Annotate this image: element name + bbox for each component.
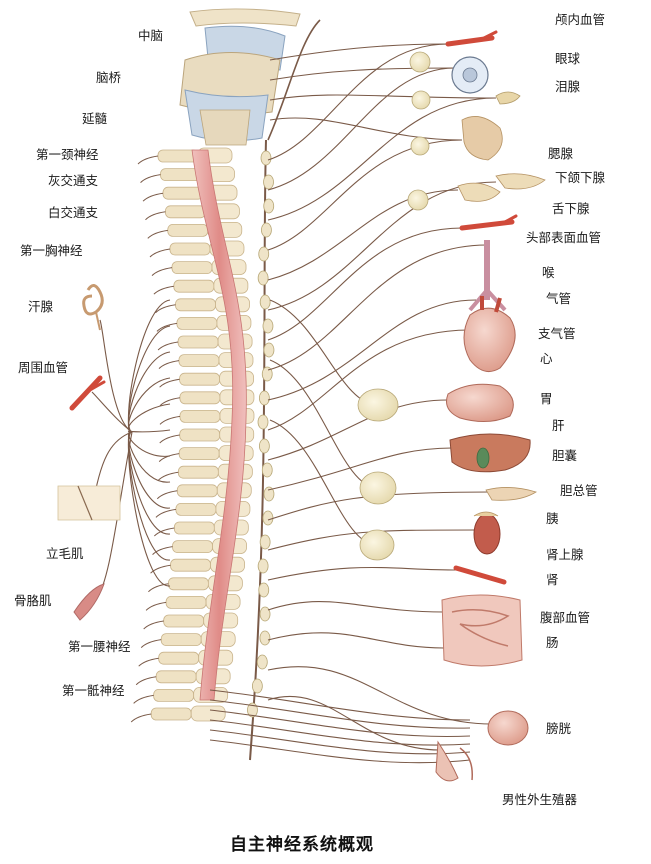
label-abdominal-vessel: 腹部血管 — [540, 610, 591, 625]
brainstem — [179, 8, 301, 146]
organs — [435, 30, 546, 782]
label-liver: 肝 — [552, 418, 565, 433]
label-larynx: 喉 — [542, 265, 555, 280]
label-pancreas: 胰 — [546, 511, 559, 526]
ganglia — [357, 51, 431, 561]
label-c1-nerve: 第一颈神经 — [36, 147, 99, 162]
sympathetic-trunk — [247, 19, 321, 761]
label-submandibular-gland: 下颌下腺 — [555, 170, 606, 185]
label-stomach: 胃 — [540, 391, 553, 406]
label-l1-nerve: 第一腰神经 — [68, 639, 131, 654]
label-bladder: 膀胱 — [546, 721, 572, 736]
label-kidney: 肾 — [546, 572, 559, 587]
label-common-bile-duct: 胆总管 — [560, 483, 598, 498]
diagram-title: 自主神经系统概观 — [230, 835, 374, 855]
label-gallbladder: 胆囊 — [552, 448, 578, 463]
label-male-genitalia: 男性外生殖器 — [502, 792, 578, 807]
peripheral-targets — [57, 284, 121, 621]
label-s1-nerve: 第一骶神经 — [62, 683, 125, 698]
label-white-ramus: 白交通支 — [48, 205, 99, 220]
label-sublingual-gland: 舌下腺 — [552, 201, 590, 216]
label-eyeball: 眼球 — [555, 51, 581, 66]
label-trachea: 气管 — [546, 291, 572, 306]
label-head-surface-vessel: 头部表面血管 — [526, 230, 602, 245]
label-parotid-gland: 腮腺 — [548, 146, 574, 161]
nerve-fibers — [91, 43, 497, 764]
label-pons: 脑桥 — [96, 70, 122, 85]
label-medulla: 延髓 — [82, 111, 108, 126]
label-gray-ramus: 灰交通支 — [48, 173, 99, 188]
label-skeletal-muscle: 骨胳肌 — [14, 593, 52, 608]
label-heart: 心 — [540, 351, 553, 366]
label-intestine: 肠 — [546, 635, 559, 650]
label-t1-nerve: 第一胸神经 — [20, 243, 83, 258]
label-midbrain: 中脑 — [138, 28, 164, 43]
label-intracranial-vessel: 颅内血管 — [555, 12, 606, 27]
label-peripheral-vessel: 周围血管 — [18, 360, 69, 375]
label-adrenal-gland: 肾上腺 — [546, 547, 584, 562]
label-arrector-pili: 立毛肌 — [46, 546, 84, 561]
label-sweat-gland: 汗腺 — [28, 299, 54, 314]
label-lacrimal-gland: 泪腺 — [555, 79, 581, 94]
label-bronchus: 支气管 — [538, 326, 576, 341]
